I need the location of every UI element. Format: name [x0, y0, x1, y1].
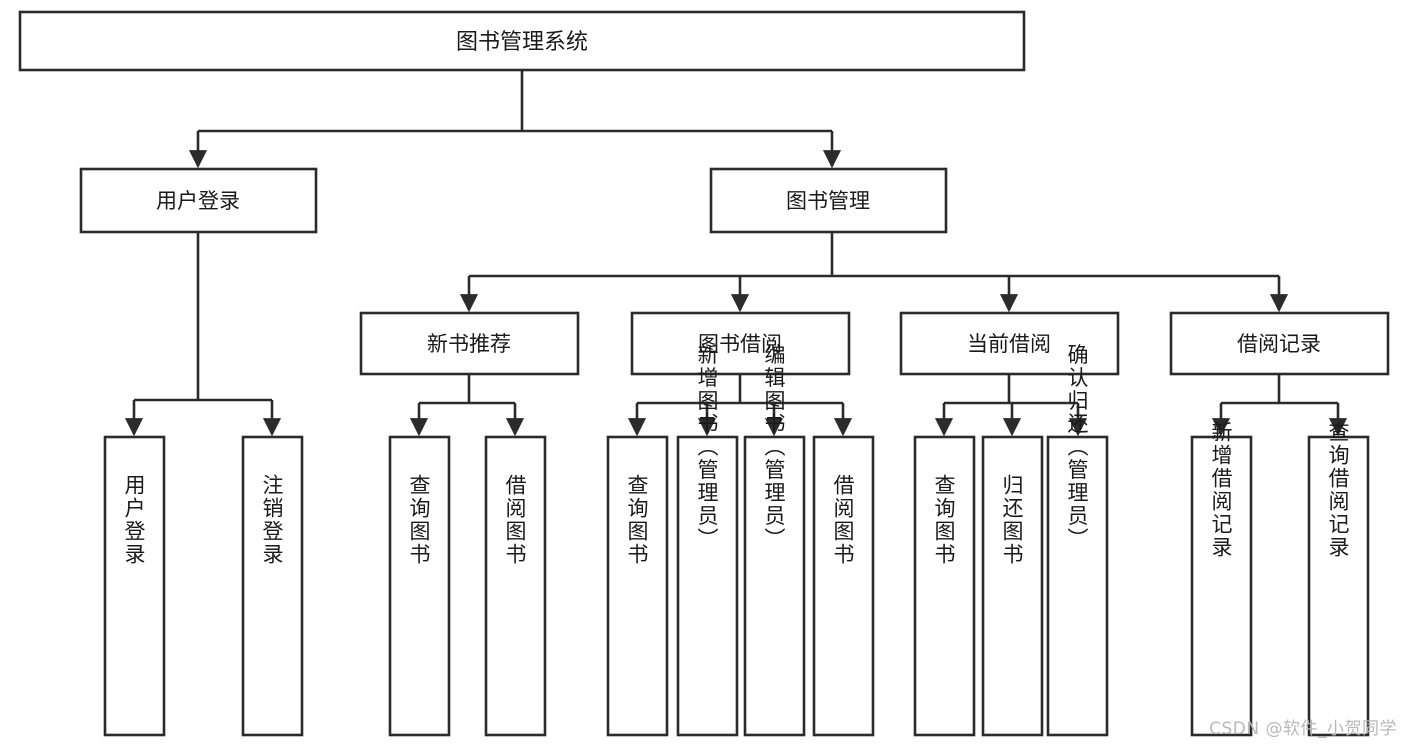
node-book-management[interactable]: 图书管理: [709, 167, 948, 234]
node-label-user-login: 用户登录: [156, 189, 240, 213]
node-label-book-management: 图书管理: [786, 189, 870, 213]
node-book-borrow[interactable]: 图书借阅: [630, 311, 851, 376]
node-label-leaf-query-book-borrow: 查询图书: [625, 474, 649, 566]
node-label-borrow-record: 借阅记录: [1237, 332, 1321, 356]
node-leaf-add-book-admin[interactable]: 新增图书（管理员）: [676, 344, 739, 737]
node-label-leaf-confirm-return-admin: 确认归还（管理员）: [1065, 344, 1089, 551]
node-label-leaf-edit-book-admin: 编辑图书（管理员）: [762, 344, 786, 551]
node-leaf-borrow-book-rec[interactable]: 借阅图书: [484, 435, 547, 737]
node-label-leaf-return-book: 归还图书: [1000, 474, 1024, 566]
node-label-current-borrow: 当前借阅: [967, 332, 1051, 356]
node-leaf-query-book-rec[interactable]: 查询图书: [388, 435, 451, 737]
node-leaf-edit-book-admin[interactable]: 编辑图书（管理员）: [743, 344, 806, 737]
edge-group-borrow-record: [1211, 374, 1348, 437]
edge-group-book-management: [459, 232, 1289, 313]
edge-group-book-borrow: [627, 374, 853, 437]
node-label-leaf-query-book-current: 查询图书: [932, 474, 956, 566]
node-leaf-add-borrow-record[interactable]: 新增借阅记录: [1190, 421, 1253, 737]
node-label-leaf-query-borrow-record: 查询借阅记录: [1326, 421, 1350, 559]
node-leaf-confirm-return-admin[interactable]: 确认归还（管理员）: [1046, 344, 1109, 737]
node-leaf-logout[interactable]: 注销登录: [241, 435, 304, 737]
node-label-leaf-query-book-rec: 查询图书: [407, 474, 431, 566]
node-label-leaf-add-borrow-record: 新增借阅记录: [1209, 421, 1233, 559]
node-label-book-borrow: 图书借阅: [698, 332, 782, 356]
node-current-borrow[interactable]: 当前借阅: [899, 311, 1120, 376]
node-label-leaf-borrow-book: 借阅图书: [831, 474, 855, 566]
node-label-leaf-logout: 注销登录: [260, 474, 284, 566]
node-label-leaf-add-book-admin: 新增图书（管理员）: [695, 344, 719, 551]
node-leaf-user-login[interactable]: 用户登录: [103, 435, 166, 737]
node-leaf-query-book-borrow[interactable]: 查询图书: [606, 435, 669, 737]
node-label-root: 图书管理系统: [456, 30, 588, 55]
node-leaf-query-borrow-record[interactable]: 查询借阅记录: [1307, 421, 1370, 737]
edge-group-current-borrow: [934, 374, 1088, 437]
node-label-leaf-user-login: 用户登录: [122, 474, 146, 566]
edge-group-user-login: [124, 232, 282, 437]
node-root-system[interactable]: 图书管理系统: [18, 10, 1026, 72]
edge-group-root: [188, 70, 842, 169]
node-new-book-recommend[interactable]: 新书推荐: [359, 311, 580, 376]
node-label-new-book-recommend: 新书推荐: [427, 332, 511, 356]
node-borrow-record[interactable]: 借阅记录: [1169, 311, 1390, 376]
edge-group-new-book-recommend: [409, 374, 525, 437]
node-label-leaf-borrow-book-rec: 借阅图书: [503, 474, 527, 566]
node-user-login[interactable]: 用户登录: [79, 167, 318, 234]
node-leaf-query-book-current[interactable]: 查询图书: [913, 435, 976, 737]
node-leaf-borrow-book[interactable]: 借阅图书: [812, 435, 875, 737]
node-leaf-return-book[interactable]: 归还图书: [981, 435, 1044, 737]
